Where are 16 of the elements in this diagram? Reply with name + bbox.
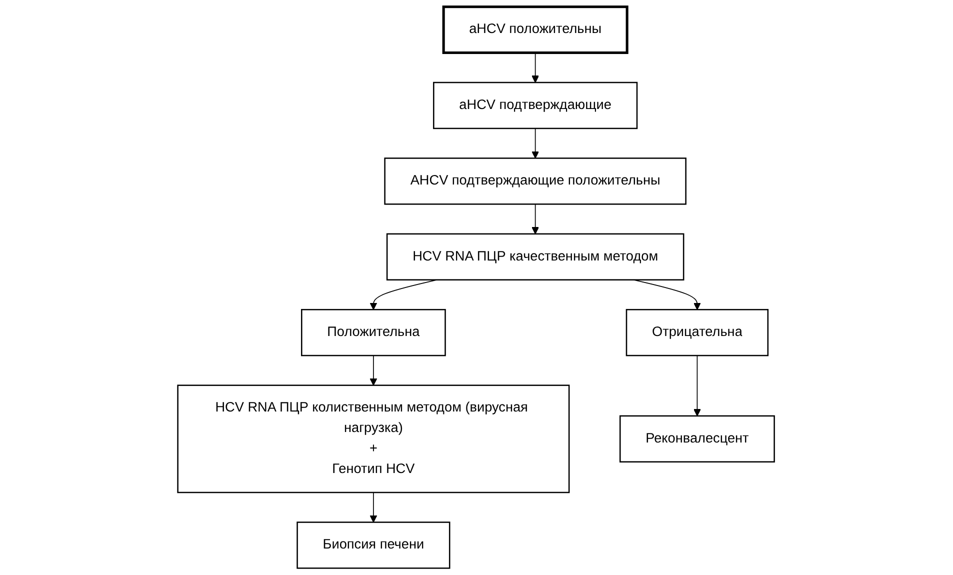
node-box: Отрицательна [626, 308, 769, 356]
node-box: AHCV подтверждающие положительны [384, 158, 687, 205]
arrow [634, 279, 702, 310]
node-box: Реконвалесцент [620, 415, 776, 462]
node-box: HCV RNA ПЦР качественным методом [386, 233, 685, 280]
arrow [532, 128, 540, 159]
node-box: HCV RNA ПЦР колиственным методом (вирусная нагрузка) + Генотип HCV [178, 384, 570, 494]
arrow [694, 355, 702, 416]
arrow [370, 355, 378, 386]
arrow [532, 52, 540, 83]
node-box: Положительна [301, 308, 446, 356]
node-box: Биопсия печени [297, 522, 451, 569]
arrow [532, 204, 540, 234]
node-box: aHCV положительны [442, 6, 629, 54]
arrow [370, 492, 378, 523]
node-box: aHCV подтверждающие [433, 82, 638, 130]
